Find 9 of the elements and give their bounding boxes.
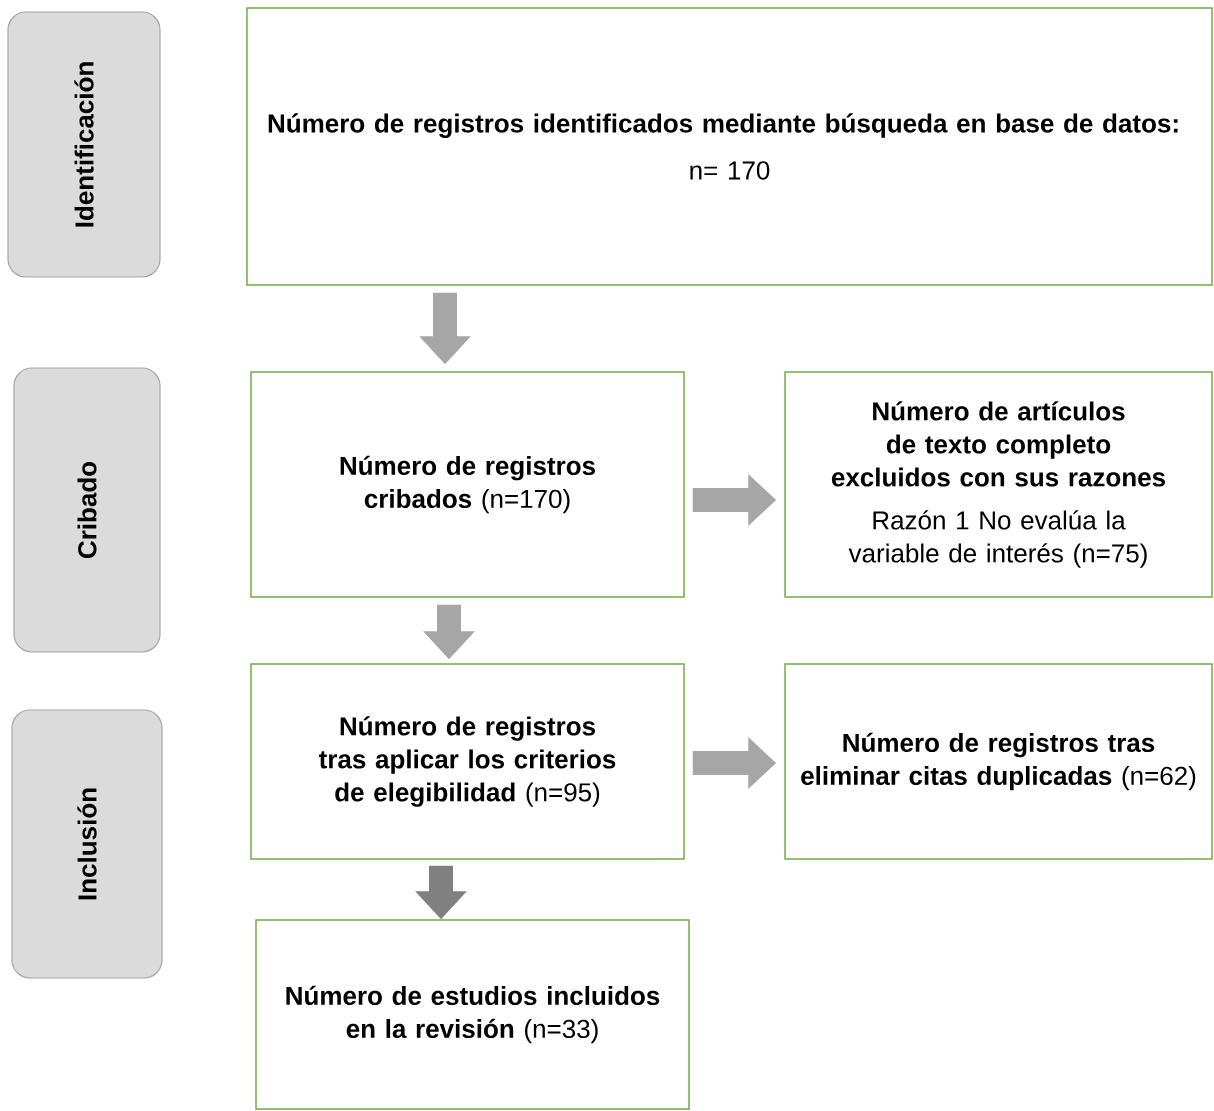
process-box: Número de estudios incluidos en la revisión (n=33): [255, 919, 690, 1110]
process-box: Número de registros tras aplicar los criterios de elegibilidad (n=95): [250, 663, 685, 860]
process-box: Número de artículos de texto completo excluidos con sus razones Razón 1 No evalúa la variable de interés (n=75): [784, 371, 1213, 598]
stage-label: Inclusión: [11, 709, 163, 979]
stage-label: Cribado: [13, 367, 161, 653]
process-box: Número de registros tras eliminar citas duplicadas (n=62): [784, 663, 1213, 860]
process-box: Número de registros cribados (n=170): [250, 371, 685, 598]
stage-label: Identificación: [7, 11, 161, 278]
process-box: Número de registros identificados mediante búsqueda en base de datos: n= 170: [246, 7, 1213, 286]
